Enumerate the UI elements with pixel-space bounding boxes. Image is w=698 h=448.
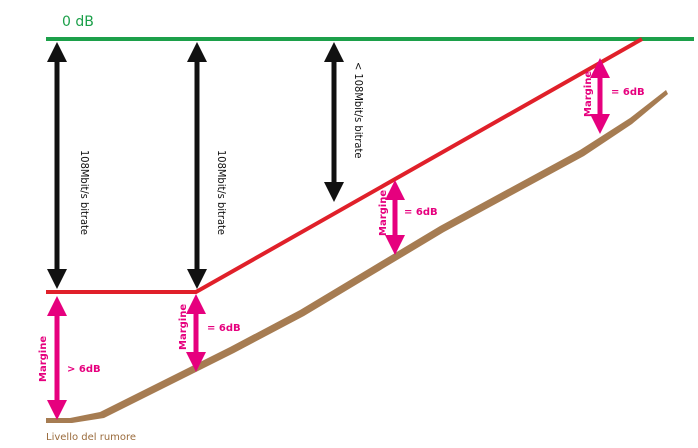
margin-arrow-1: Margine > 6dB <box>38 296 101 420</box>
signal-line <box>46 37 643 294</box>
margin-label-4: Margine <box>583 71 594 117</box>
bitrate-label-3: < 108Mbit/s bitrate <box>352 62 365 158</box>
margin-arrow-4: Margine = 6dB <box>583 58 645 134</box>
noise-level-label: Livello del rumore <box>46 432 136 443</box>
bitrate-arrow-1: 108Mbit/s bitrate <box>47 42 91 289</box>
margin-value-4: = 6dB <box>611 87 645 98</box>
margin-value-3: = 6dB <box>404 207 438 218</box>
margin-value-1: > 6dB <box>67 364 101 375</box>
margin-label-2: Margine <box>178 304 189 350</box>
margin-arrow-3: Margine = 6dB <box>378 180 438 255</box>
bitrate-arrow-2: 108Mbit/s bitrate <box>187 42 228 289</box>
margin-value-2: = 6dB <box>207 323 241 334</box>
bitrate-label-1: 108Mbit/s bitrate <box>78 150 91 235</box>
bitrate-label-2: 108Mbit/s bitrate <box>215 150 228 235</box>
bitrate-arrow-3: < 108Mbit/s bitrate <box>324 42 365 202</box>
zero-db-label: 0 dB <box>62 14 94 30</box>
margin-arrow-2: Margine = 6dB <box>178 294 241 372</box>
margin-label-1: Margine <box>38 336 49 382</box>
margin-label-3: Margine <box>378 190 389 236</box>
